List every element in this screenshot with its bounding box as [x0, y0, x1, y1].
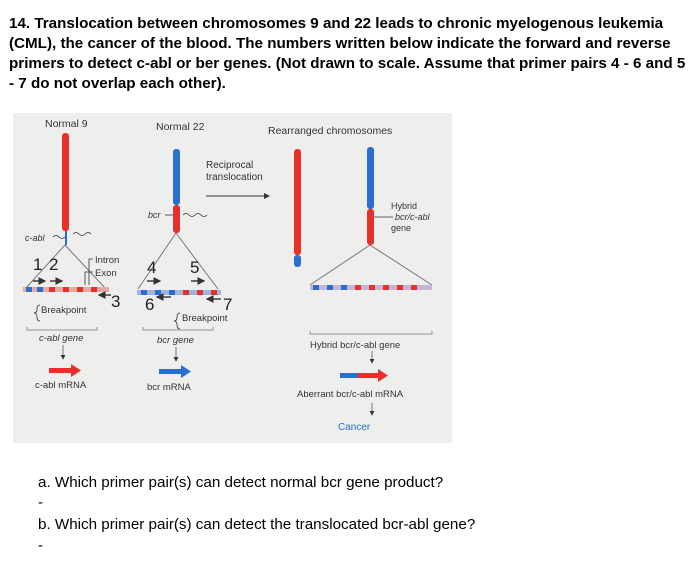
hybrid-gene-bar [310, 285, 432, 290]
cabl-gene-bar [23, 287, 109, 292]
rearranged-chromosome-hybrid [367, 147, 374, 245]
aberrant-mrna-label: Aberrant bcr/c-abl mRNA [297, 389, 404, 400]
figure-drawing: Normal 9 Normal 22 Rearranged chromosome… [23, 118, 433, 433]
primer-6-label: 6 [145, 295, 154, 314]
reciprocal-label-2: translocation [206, 172, 263, 183]
bcr-gene-label: bcr gene [157, 335, 194, 346]
question-text: 14. Translocation between chromosomes 9 … [9, 15, 686, 92]
chromosome-9 [62, 133, 69, 245]
header-normal-22: Normal 22 [156, 121, 205, 133]
rearranged-chromosome-red [294, 149, 301, 267]
bcr-mrna-arrow [159, 365, 191, 378]
cabl-mrna-label: c-abl mRNA [35, 380, 87, 391]
question-a: a. Which primer pair(s) can detect norma… [38, 474, 444, 491]
hybrid-label-2: bcr/c-abl [395, 212, 431, 222]
chromosome-22 [173, 149, 180, 233]
primer-2-label: 2 [49, 255, 58, 274]
aberrant-mrna-arrow [340, 369, 388, 382]
bcr-mrna-label: bcr mRNA [147, 382, 191, 393]
primer-5-label: 5 [190, 258, 199, 277]
cabl-mrna-arrow [49, 364, 81, 377]
hybrid-label-1: Hybrid [391, 201, 417, 211]
primer-1-label: 1 [33, 255, 42, 274]
cabl-gene-label: c-abl gene [39, 333, 83, 344]
hybrid-label-3: gene [391, 223, 411, 233]
intron-label: Intron [95, 255, 119, 266]
question-b: b. Which primer pair(s) can detect the t… [38, 516, 476, 533]
primer-4-label: 4 [147, 258, 156, 277]
primer-3-label: 3 [111, 292, 120, 311]
cml-translocation-figure: Normal 9 Normal 22 Rearranged chromosome… [13, 113, 452, 443]
bcr-label: bcr [148, 210, 162, 220]
answer-a-blank[interactable]: - [38, 494, 43, 511]
header-normal-9: Normal 9 [45, 118, 88, 130]
bcr-gene-bar [137, 290, 221, 295]
answer-b-blank[interactable]: - [38, 537, 43, 554]
reciprocal-label-1: Reciprocal [206, 160, 253, 171]
cancer-label: Cancer [338, 422, 371, 433]
zoom-lines-22 [137, 232, 219, 290]
breakpoint-label-9: Breakpoint [41, 305, 87, 316]
primer-7-label: 7 [223, 295, 232, 314]
cabl-label: c-abl [25, 233, 46, 243]
zoom-lines-hybrid [309, 244, 433, 286]
header-rearranged: Rearranged chromosomes [268, 125, 392, 137]
breakpoint-label-22: Breakpoint [182, 313, 228, 324]
zoom-lines-9 [24, 244, 107, 290]
exon-label: Exon [95, 268, 117, 279]
hybrid-gene-label: Hybrid bcr/c-abl gene [310, 340, 400, 351]
